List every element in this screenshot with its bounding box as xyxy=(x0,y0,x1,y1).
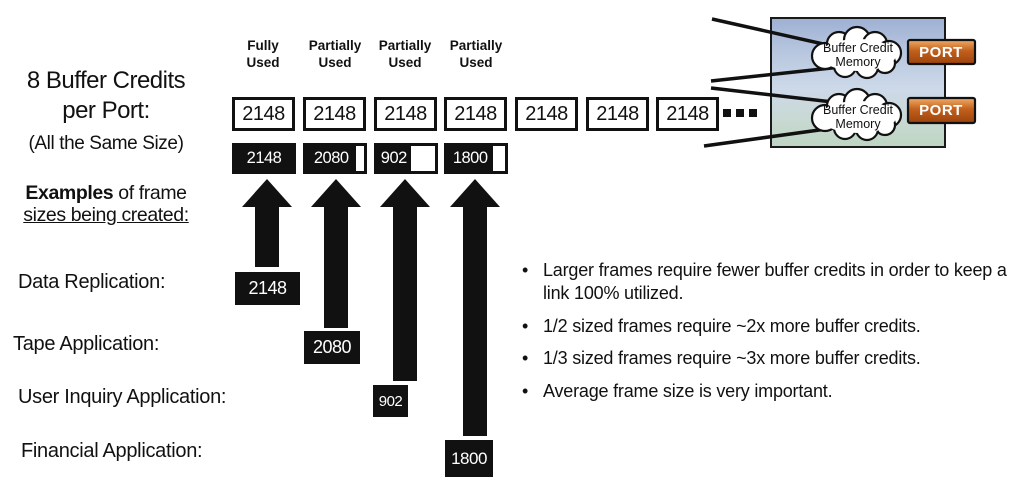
slide-title: 8 Buffer Credits per Port: (All the Same… xyxy=(6,66,206,156)
credit-box: 2148 xyxy=(444,97,507,131)
app-label-financial-application: Financial Application: xyxy=(21,440,203,462)
ellipsis-dot xyxy=(749,109,757,117)
credit-box: 2148 xyxy=(232,97,295,131)
title-subtitle: (All the Same Size) xyxy=(28,133,184,154)
app-label-tape-application: Tape Application: xyxy=(13,333,160,355)
note-item: Average frame size is very important. xyxy=(520,380,1008,404)
app-label-data-replication: Data Replication: xyxy=(18,271,166,293)
used-credit-box-2080: 2080 xyxy=(303,143,367,174)
up-arrow xyxy=(242,179,292,267)
switch-box xyxy=(770,17,946,148)
frame-box-financial: 1800 xyxy=(445,440,493,477)
note-item: 1/2 sized frames require ~2x more buffer… xyxy=(520,315,1008,339)
usage-label-2: Partially Used xyxy=(308,38,362,70)
frame-box-tape-application: 2080 xyxy=(304,331,360,364)
frame-size-arrows xyxy=(242,179,500,436)
notes-list: Larger frames require fewer buffer credi… xyxy=(520,259,1008,412)
usage-label-3: Partially Used xyxy=(378,38,432,70)
credit-box: 2148 xyxy=(303,97,366,131)
up-arrow xyxy=(380,179,430,381)
app-label-user-inquiry-application: User Inquiry Application: xyxy=(18,386,227,408)
used-credit-box-902: 902 xyxy=(374,143,438,174)
credit-box: 2148 xyxy=(374,97,437,131)
frame-box-user-inquiry: 902 xyxy=(373,385,408,417)
usage-label-4: Partially Used xyxy=(449,38,503,70)
examples-rest: of frame xyxy=(118,182,187,204)
usage-label-1: Fully Used xyxy=(246,38,280,70)
title-line1: 8 Buffer Credits xyxy=(26,67,186,94)
examples-word: Examples xyxy=(25,182,114,204)
credit-box: 2148 xyxy=(586,97,649,131)
frame-box-data-replication: 2148 xyxy=(235,272,300,305)
title-line2: per Port: xyxy=(62,97,150,124)
credit-box: 2148 xyxy=(656,97,719,131)
examples-line2: sizes being created: xyxy=(23,204,189,227)
examples-caption: Examples of frame sizes being created: xyxy=(6,182,206,227)
note-item: Larger frames require fewer buffer credi… xyxy=(520,259,1008,306)
used-credit-box-1800: 1800 xyxy=(444,143,508,174)
ellipsis-dot xyxy=(736,109,744,117)
up-arrow xyxy=(311,179,361,328)
note-item: 1/3 sized frames require ~3x more buffer… xyxy=(520,347,1008,371)
up-arrow xyxy=(450,179,500,436)
ellipsis-dot xyxy=(723,109,731,117)
used-credit-box-2148: 2148 xyxy=(232,143,296,174)
credit-box: 2148 xyxy=(515,97,578,131)
